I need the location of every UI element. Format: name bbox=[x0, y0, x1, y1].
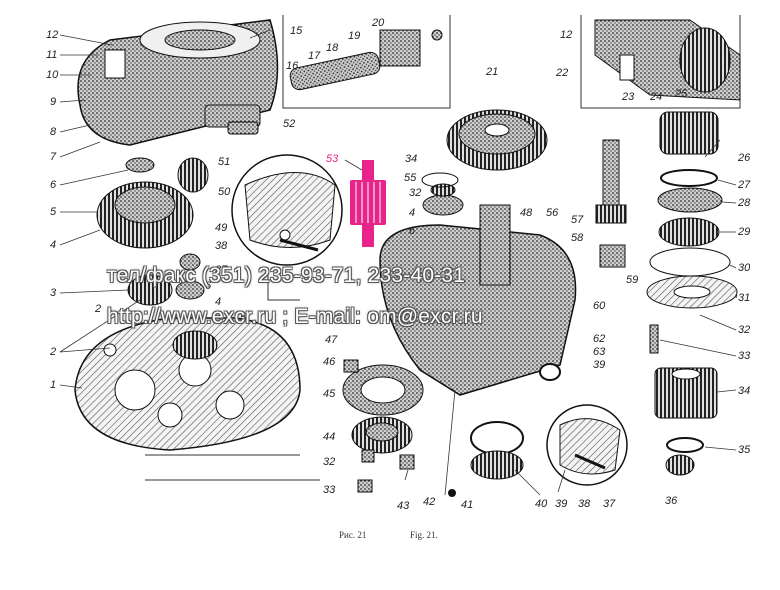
label-5b: 5 bbox=[240, 312, 247, 324]
label-56: 56 bbox=[546, 207, 559, 219]
watermark-contact: http://www.excr.ru ; E-mail: om@excr.ru bbox=[107, 305, 483, 328]
label-38b: 38 bbox=[578, 498, 591, 510]
label-26: 26 bbox=[738, 152, 751, 164]
label-45: 45 bbox=[323, 388, 336, 400]
detail-circle-left bbox=[231, 154, 343, 266]
shaft-57 bbox=[595, 139, 627, 268]
label-11: 11 bbox=[46, 49, 58, 61]
figure-caption-en: Fig. 21. bbox=[410, 530, 438, 540]
label-57: 57 bbox=[571, 214, 584, 226]
label-12b: 12 bbox=[560, 29, 573, 41]
lower-parts bbox=[342, 359, 524, 497]
label-21: 21 bbox=[486, 66, 499, 78]
watermark-phone: тел/факс (351) 235-93-71, 233-40-31 bbox=[107, 264, 466, 287]
motor-assembly bbox=[594, 19, 741, 101]
label-42: 42 bbox=[423, 496, 436, 508]
label-31: 31 bbox=[738, 292, 751, 304]
label-59: 59 bbox=[626, 274, 639, 286]
label-25: 25 bbox=[675, 88, 688, 100]
label-16: 16 bbox=[286, 60, 299, 72]
label-52: 52 bbox=[283, 118, 296, 130]
label-36: 36 bbox=[665, 495, 678, 507]
label-41: 41 bbox=[461, 499, 474, 511]
label-55: 55 bbox=[404, 172, 417, 184]
label-43: 43 bbox=[397, 500, 410, 512]
label-48: 48 bbox=[520, 207, 533, 219]
gearbox-housing bbox=[379, 172, 577, 396]
label-22: 22 bbox=[556, 67, 569, 79]
label-6: 6 bbox=[50, 179, 57, 191]
label-8: 8 bbox=[50, 126, 57, 138]
label-63: 63 bbox=[593, 346, 606, 358]
leader-lines bbox=[59, 29, 738, 496]
label-39: 39 bbox=[593, 359, 606, 371]
label-27: 27 bbox=[738, 179, 751, 191]
label-4: 4 bbox=[50, 239, 57, 251]
label-6c: 6 bbox=[409, 225, 416, 237]
label-60: 60 bbox=[593, 300, 606, 312]
label-49: 49 bbox=[215, 222, 228, 234]
label-4c: 4 bbox=[409, 207, 416, 219]
label-29: 29 bbox=[738, 226, 751, 238]
label-37: 37 bbox=[215, 264, 228, 276]
left-gears bbox=[96, 157, 209, 306]
label-17: 17 bbox=[308, 50, 321, 62]
label-7: 7 bbox=[50, 151, 57, 163]
label-30: 30 bbox=[738, 262, 751, 274]
label-20: 20 bbox=[372, 17, 385, 29]
label-18: 18 bbox=[326, 42, 339, 54]
label-15: 15 bbox=[290, 25, 303, 37]
label-39b: 39 bbox=[555, 498, 568, 510]
label-2: 2 bbox=[50, 346, 57, 358]
label-23: 23 bbox=[622, 91, 635, 103]
label-50: 50 bbox=[218, 186, 231, 198]
label-32: 32 bbox=[738, 324, 751, 336]
label-38: 38 bbox=[215, 240, 228, 252]
label-40: 40 bbox=[535, 498, 548, 510]
base-plate bbox=[74, 317, 301, 451]
label-33c: 33 bbox=[323, 484, 336, 496]
label-19: 19 bbox=[348, 30, 361, 42]
figure-caption-ru: Рис. 21 bbox=[339, 530, 367, 540]
label-37b: 37 bbox=[603, 498, 616, 510]
label-6b: 6 bbox=[205, 280, 212, 292]
label-33: 33 bbox=[738, 350, 751, 362]
detail-circle-right bbox=[539, 363, 628, 486]
label-44: 44 bbox=[323, 431, 336, 443]
gear-21 bbox=[446, 109, 548, 171]
right-stack bbox=[646, 111, 738, 309]
label-32c: 32 bbox=[323, 456, 336, 468]
label-10: 10 bbox=[46, 69, 59, 81]
label-46: 46 bbox=[323, 356, 336, 368]
label-2b: 2 bbox=[95, 303, 102, 315]
label-34: 34 bbox=[405, 153, 418, 165]
label-51: 51 bbox=[218, 156, 231, 168]
label-35: 35 bbox=[738, 444, 751, 456]
label-28: 28 bbox=[738, 197, 751, 209]
label-58: 58 bbox=[571, 232, 584, 244]
label-53-highlighted: 53 bbox=[326, 153, 339, 165]
label-24: 24 bbox=[650, 91, 663, 103]
label-12: 12 bbox=[46, 29, 59, 41]
label-47: 47 bbox=[325, 334, 338, 346]
label-5: 5 bbox=[50, 206, 57, 218]
label-34b: 34 bbox=[738, 385, 751, 397]
label-1: 1 bbox=[50, 379, 57, 391]
highlighted-part-53 bbox=[350, 160, 386, 247]
rod-assembly bbox=[289, 29, 443, 91]
label-62: 62 bbox=[593, 333, 606, 345]
label-4b: 4 bbox=[215, 296, 222, 308]
upper-housing bbox=[77, 19, 279, 146]
label-9: 9 bbox=[50, 96, 57, 108]
label-3: 3 bbox=[50, 287, 57, 299]
label-2c: 32 bbox=[409, 187, 422, 199]
gear-34 bbox=[649, 324, 718, 476]
